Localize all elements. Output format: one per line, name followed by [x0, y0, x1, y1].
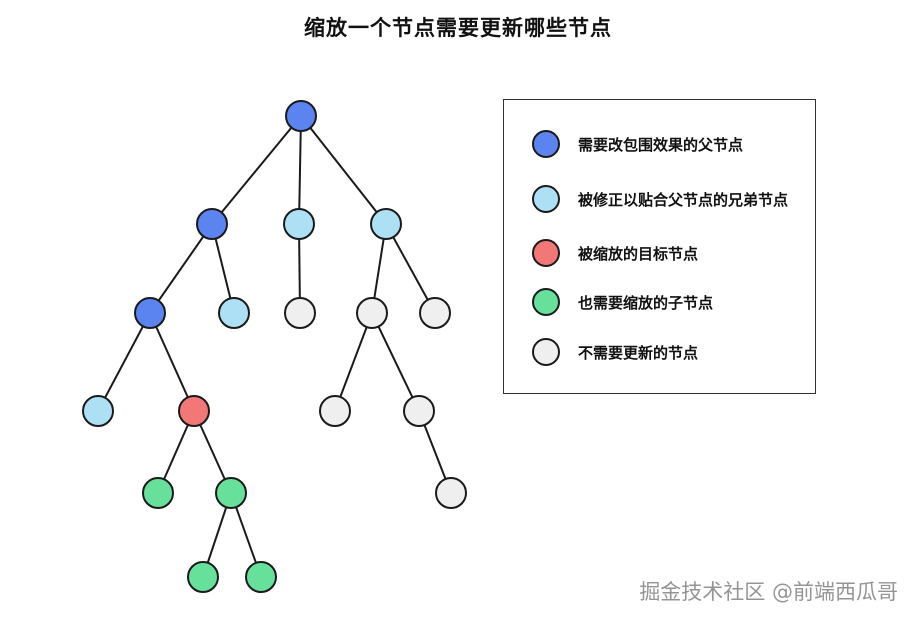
legend-label: 也需要缩放的子节点	[578, 293, 714, 312]
tree-edge	[300, 115, 387, 225]
tree-node-green	[245, 561, 277, 593]
tree-node-lightblue	[370, 208, 402, 240]
tree-edge	[149, 312, 195, 412]
legend-dot-gray	[532, 338, 560, 366]
legend-item-parent: 需要改包围效果的父节点	[532, 127, 743, 161]
legend-item-unchanged: 不需要更新的节点	[532, 335, 698, 369]
tree-node-red	[178, 395, 210, 427]
tree-edge	[97, 312, 151, 412]
watermark: 掘金技术社区 @前端西瓜哥	[639, 580, 898, 604]
tree-node-green	[215, 477, 247, 509]
tree-node-blue	[134, 297, 166, 329]
tree-node-blue	[196, 208, 228, 240]
tree-edge	[211, 115, 302, 225]
legend-item-target: 被缩放的目标节点	[532, 236, 698, 270]
legend-label: 需要改包围效果的父节点	[578, 135, 744, 154]
tree-node-lightblue	[218, 297, 250, 329]
tree-node-gray	[284, 297, 316, 329]
legend-dot-lightblue	[532, 185, 560, 213]
legend-label: 不需要更新的节点	[578, 343, 699, 362]
tree-edge	[385, 223, 436, 314]
legend-dot-green	[532, 288, 560, 316]
tree-node-gray	[356, 297, 388, 329]
legend-item-sibling: 被修正以贴合父节点的兄弟节点	[532, 182, 788, 216]
legend-dot-red	[532, 239, 560, 267]
legend-dot-blue	[532, 130, 560, 158]
tree-edge	[334, 312, 373, 412]
tree-node-lightblue	[82, 395, 114, 427]
tree-node-gray	[319, 395, 351, 427]
tree-node-green	[142, 477, 174, 509]
tree-node-green	[187, 561, 219, 593]
tree-node-gray	[403, 395, 435, 427]
diagram-title: 缩放一个节点需要更新哪些节点	[304, 16, 612, 40]
tree-node-gray	[435, 477, 467, 509]
legend: 需要改包围效果的父节点 被修正以贴合父节点的兄弟节点 被缩放的目标节点 也需要缩…	[503, 99, 816, 394]
tree-node-lightblue	[283, 208, 315, 240]
tree-edge	[371, 312, 420, 412]
legend-label: 被缩放的目标节点	[578, 244, 699, 263]
legend-item-child: 也需要缩放的子节点	[532, 285, 713, 319]
tree-edge	[149, 223, 213, 314]
tree-node-gray	[419, 297, 451, 329]
tree-edge	[298, 115, 302, 225]
tree-node-blue	[285, 100, 317, 132]
legend-label: 被修正以贴合父节点的兄弟节点	[578, 190, 789, 209]
